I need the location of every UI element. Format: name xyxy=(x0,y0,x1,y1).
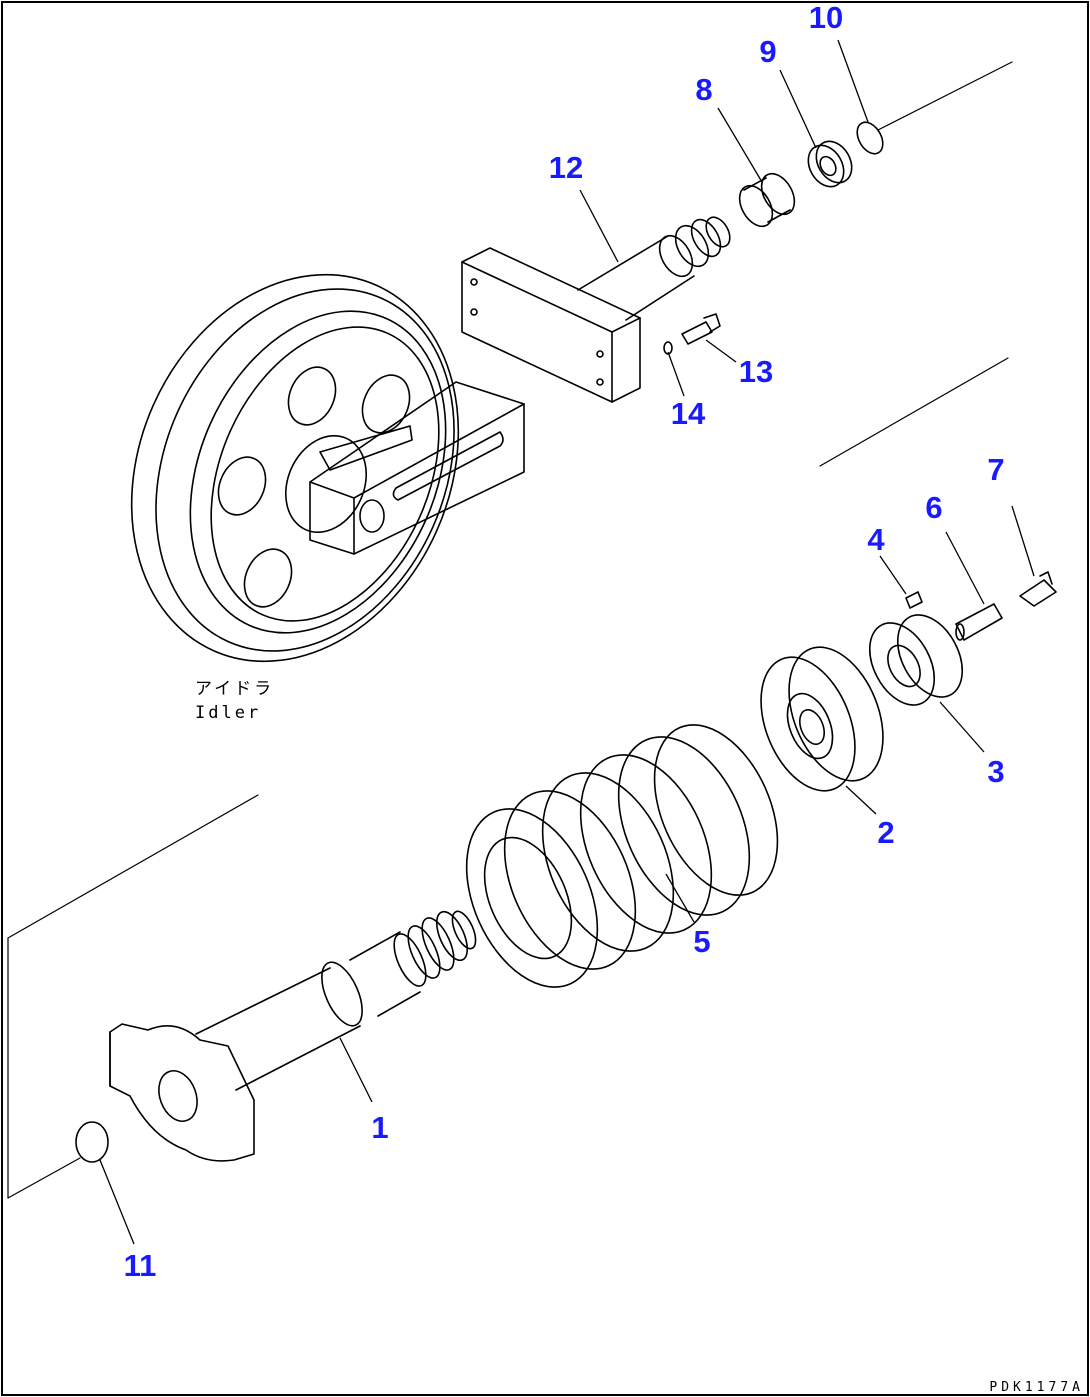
callout-14: 14 xyxy=(671,396,706,431)
callout-13: 13 xyxy=(739,354,773,389)
callout-10: 10 xyxy=(809,0,843,35)
part-14-washer xyxy=(663,341,673,355)
part-5-spring xyxy=(465,724,779,988)
callout-6: 6 xyxy=(925,490,942,525)
leader-lines xyxy=(99,39,1035,1245)
idler-label: アイドラ Idler xyxy=(195,679,274,723)
part-4-plug xyxy=(905,591,923,609)
idler-label-jp: アイドラ xyxy=(195,679,274,699)
callouts: 1 2 3 4 5 6 7 8 9 10 11 12 13 14 xyxy=(124,0,1005,1283)
part-12-yoke xyxy=(461,216,731,403)
part-8-bushing xyxy=(738,172,796,228)
part-3-nut xyxy=(868,614,964,706)
part-2-holder xyxy=(760,646,884,792)
callout-12: 12 xyxy=(549,150,583,185)
part-7-grease-fitting xyxy=(1019,571,1057,607)
callout-5: 5 xyxy=(693,924,710,959)
callout-2: 2 xyxy=(877,815,894,850)
callout-11: 11 xyxy=(124,1248,157,1283)
idler-wheel xyxy=(130,273,525,663)
callout-4: 4 xyxy=(867,522,885,557)
part-1-rod xyxy=(109,910,477,1162)
part-13-bolt xyxy=(681,313,721,345)
frame-lines xyxy=(7,61,1013,1199)
part-9-bearing xyxy=(807,140,853,188)
callout-1: 1 xyxy=(371,1110,388,1145)
callout-7: 7 xyxy=(987,452,1004,487)
part-6-grease-valve xyxy=(955,603,1003,641)
callout-8: 8 xyxy=(695,72,712,107)
callout-3: 3 xyxy=(987,754,1004,789)
callout-9: 9 xyxy=(759,34,776,69)
idler-label-en: Idler xyxy=(195,703,261,723)
drawing-code: PDK1177A xyxy=(989,1380,1084,1395)
part-10-snap-ring xyxy=(856,121,884,155)
part-11-plug xyxy=(75,1121,109,1163)
